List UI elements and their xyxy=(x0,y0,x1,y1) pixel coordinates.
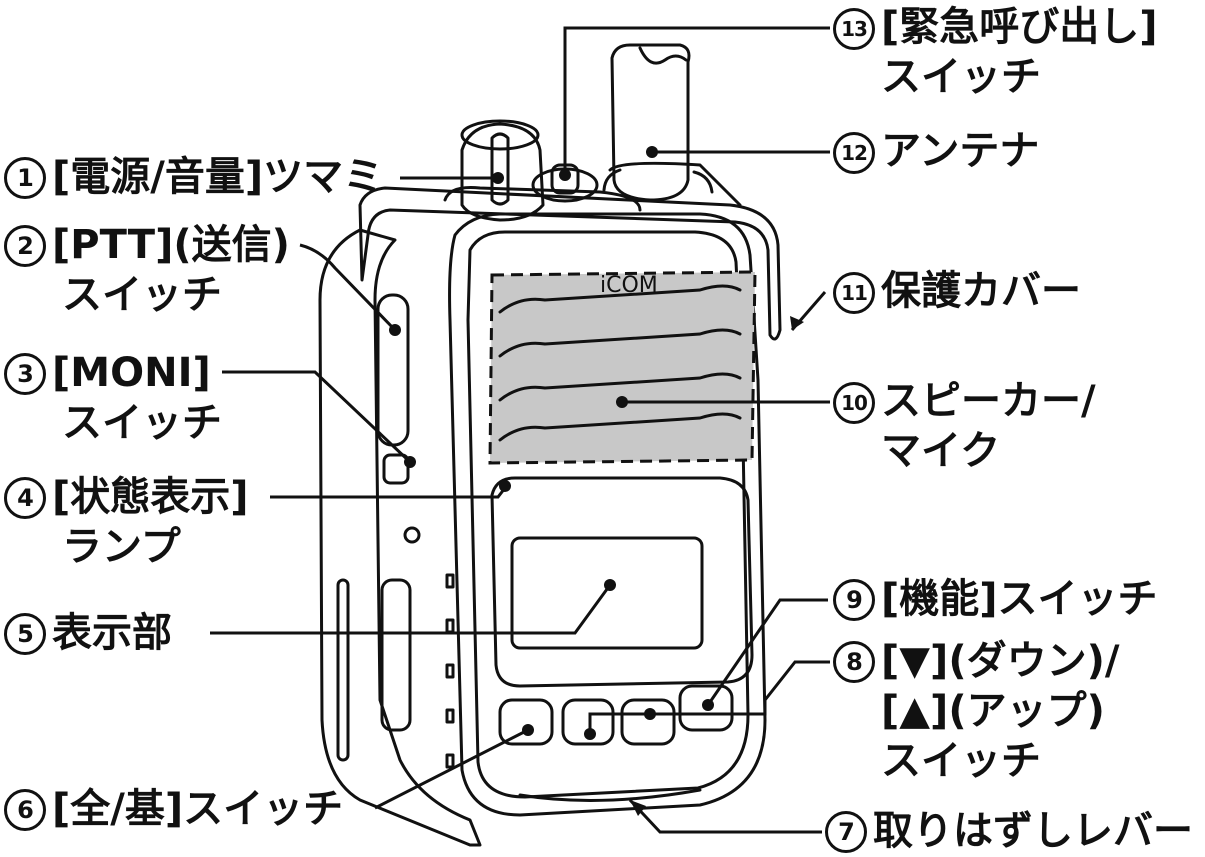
antenna xyxy=(602,43,714,202)
label-number: 1 xyxy=(4,157,46,199)
label-function-switch: 9[機能]スイッチ xyxy=(833,574,1158,624)
label-number: 10 xyxy=(833,382,875,424)
brand-text: iCOM xyxy=(600,273,658,298)
label-all-base-switch: 6[全/基]スイッチ xyxy=(4,784,343,834)
label-ptt-switch: 2[PTT](送信) スイッチ xyxy=(4,220,290,320)
label-number: 8 xyxy=(833,641,875,683)
label-number: 11 xyxy=(833,272,875,314)
label-number: 5 xyxy=(4,613,46,655)
radio-side xyxy=(318,228,482,847)
label-number: 7 xyxy=(825,811,867,853)
label-number: 2 xyxy=(4,225,46,267)
label-number: 3 xyxy=(4,353,46,395)
label-number: 9 xyxy=(833,579,875,621)
label-emergency-switch: 13[緊急呼び出し] スイッチ xyxy=(833,2,1158,102)
volume-knob xyxy=(460,119,545,222)
button-down xyxy=(561,698,615,746)
label-number: 13 xyxy=(833,8,875,50)
label-number: 12 xyxy=(833,132,875,174)
label-volume-knob: 1[電源/音量]ツマミ xyxy=(4,152,383,202)
label-up-down-switch: 8[▼](ダウン)/ [▲](アップ) スイッチ xyxy=(833,636,1120,786)
display-frame xyxy=(490,476,754,688)
button-function xyxy=(678,684,734,732)
radio-front xyxy=(448,212,767,817)
label-status-lamp: 4[状態表示] ランプ xyxy=(4,472,249,572)
label-moni-switch: 3[MONI] スイッチ xyxy=(4,348,222,448)
label-number: 6 xyxy=(4,789,46,831)
button-up xyxy=(620,698,676,746)
button-all-base xyxy=(498,698,554,746)
protective-cover xyxy=(358,186,782,341)
speaker-grille xyxy=(488,270,757,465)
label-number: 4 xyxy=(4,477,46,519)
